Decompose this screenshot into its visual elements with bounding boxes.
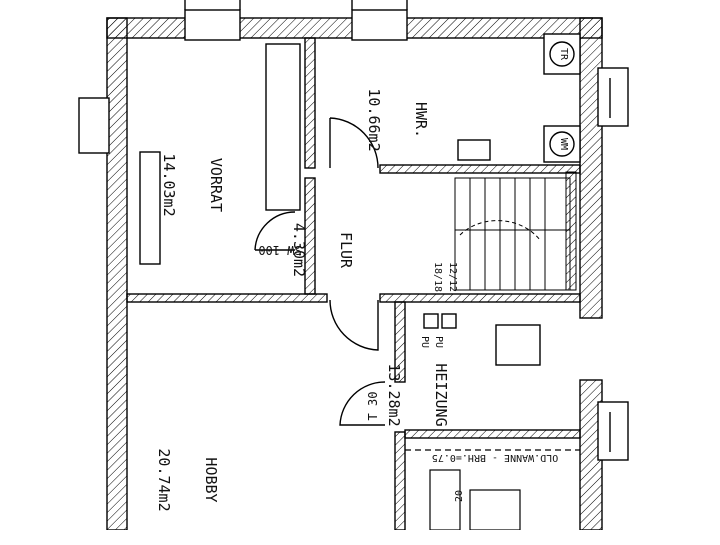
stair-label-1: 18/18 [432, 261, 443, 293]
room-label-hobby: HOBBY 20.74m2 [155, 415, 250, 545]
pu-label-2: PU [433, 335, 444, 349]
flur-door [329, 299, 379, 351]
t30-door [339, 381, 386, 426]
hwr-area: 10.66m2 [365, 88, 384, 152]
pu-label-1: PU [419, 335, 430, 349]
stair-label-2: 12/12 [447, 261, 458, 293]
interior-walls [126, 37, 581, 530]
wm-symbol: WM [558, 137, 569, 151]
hwr-name: HWR. [412, 101, 431, 139]
room-label-heizung: HEIZUNG 13.28m2 [385, 330, 480, 460]
room-label-vorrat: VORRAT 14.03m2 [160, 120, 255, 250]
heizung-fixtures [423, 313, 541, 366]
hobby-name: HOBBY [202, 457, 221, 503]
vorrat-door [329, 117, 379, 169]
t30-door-label: T 30 [366, 391, 380, 421]
wall-left [106, 17, 128, 530]
sw-door [254, 211, 296, 251]
staircase [454, 171, 577, 291]
tank-number: 20 [454, 489, 465, 503]
vorrat-shelves [139, 43, 301, 265]
room-label-hwr: HWR. 10.66m2 [365, 55, 460, 185]
oil-tank-area [405, 449, 580, 530]
left-window [78, 97, 110, 154]
right-windows [597, 67, 629, 461]
hwr-fixtures [457, 33, 581, 163]
vorrat-name: VORRAT [207, 157, 226, 213]
heizung-area: 13.28m2 [385, 363, 404, 427]
tr-symbol: TR [558, 47, 569, 61]
sink [457, 139, 491, 161]
hobby-area: 20.74m2 [155, 448, 174, 512]
floor-plan [78, 0, 629, 530]
sw-door-label: SW 100 [258, 243, 302, 257]
wall-right-upper [579, 17, 603, 319]
top-windows [184, 0, 408, 41]
flur-name: FLUR [337, 231, 356, 269]
room-label-flur: FLUR 4.30m2 [290, 200, 385, 300]
oil-tank-label: OLD.WANNE - BRH.=0.75 [431, 452, 559, 463]
door-swings [254, 117, 386, 426]
vorrat-area: 14.03m2 [160, 153, 179, 217]
